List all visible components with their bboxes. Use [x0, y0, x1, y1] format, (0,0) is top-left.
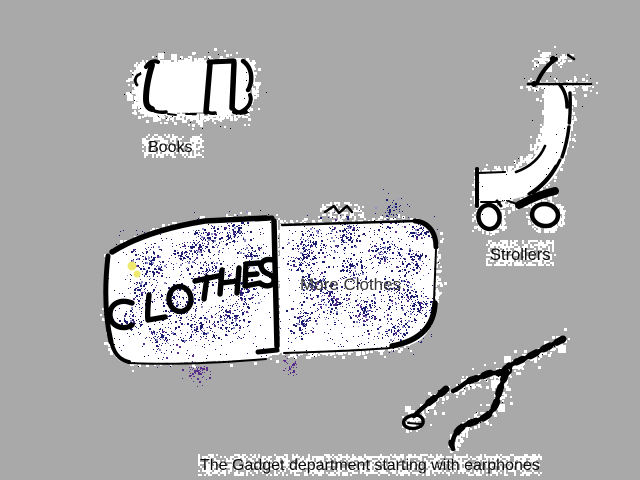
svg-text:More Clothes: More Clothes: [300, 275, 401, 294]
svg-text:Strollers: Strollers: [490, 246, 551, 264]
svg-text:The Gadget department starting: The Gadget department starting with earp…: [200, 457, 540, 474]
svg-text:Books: Books: [148, 139, 192, 156]
